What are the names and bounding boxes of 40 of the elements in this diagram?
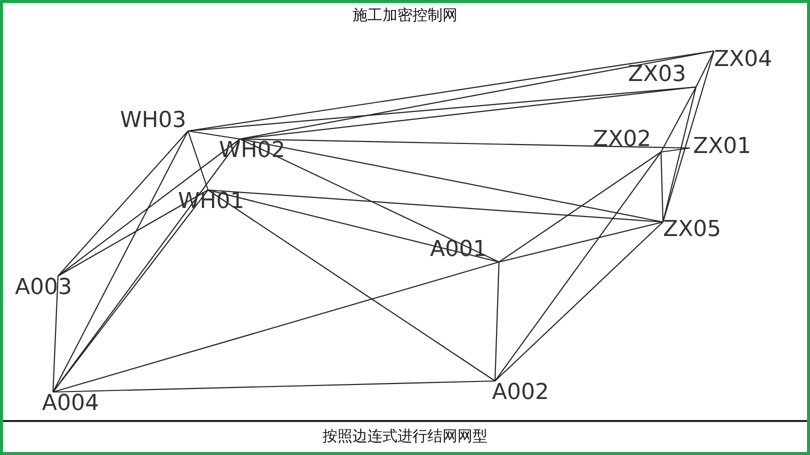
caption: 按照边连式进行结网网型	[322, 427, 488, 446]
survey-line	[58, 130, 188, 276]
survey-line	[52, 130, 188, 392]
survey-line	[52, 380, 496, 393]
survey-line	[494, 222, 664, 382]
survey-line	[240, 50, 714, 140]
title: 施工加密控制网	[352, 6, 458, 25]
survey-line	[240, 138, 664, 223]
survey-line	[494, 152, 662, 382]
survey-line	[660, 147, 690, 153]
survey-line	[52, 276, 59, 392]
point-label: A002	[492, 381, 550, 405]
survey-line	[498, 152, 662, 262]
point-label: ZX02	[593, 128, 652, 152]
survey-line	[188, 50, 714, 132]
survey-line	[662, 86, 697, 222]
survey-line	[208, 189, 664, 223]
point-label: A004	[42, 392, 100, 416]
survey-line	[660, 152, 664, 222]
survey-line	[662, 50, 715, 222]
survey-line	[58, 190, 208, 276]
survey-line	[240, 138, 500, 262]
point-label: ZX01	[693, 135, 752, 159]
survey-line	[498, 221, 664, 263]
survey-line	[58, 138, 240, 276]
survey-line	[208, 189, 500, 263]
survey-line	[187, 130, 209, 190]
point-label: ZX03	[628, 63, 686, 87]
survey-line	[188, 130, 240, 140]
survey-line	[188, 86, 696, 132]
point-label: WH03	[120, 109, 186, 133]
survey-line	[52, 261, 500, 393]
survey-line	[696, 50, 714, 88]
survey-line	[494, 262, 500, 382]
point-label: ZX04	[714, 48, 772, 72]
survey-line	[660, 86, 696, 152]
survey-line	[208, 190, 496, 382]
survey-line	[240, 86, 696, 140]
survey-line	[52, 190, 208, 392]
point-label: ZX05	[663, 218, 722, 242]
